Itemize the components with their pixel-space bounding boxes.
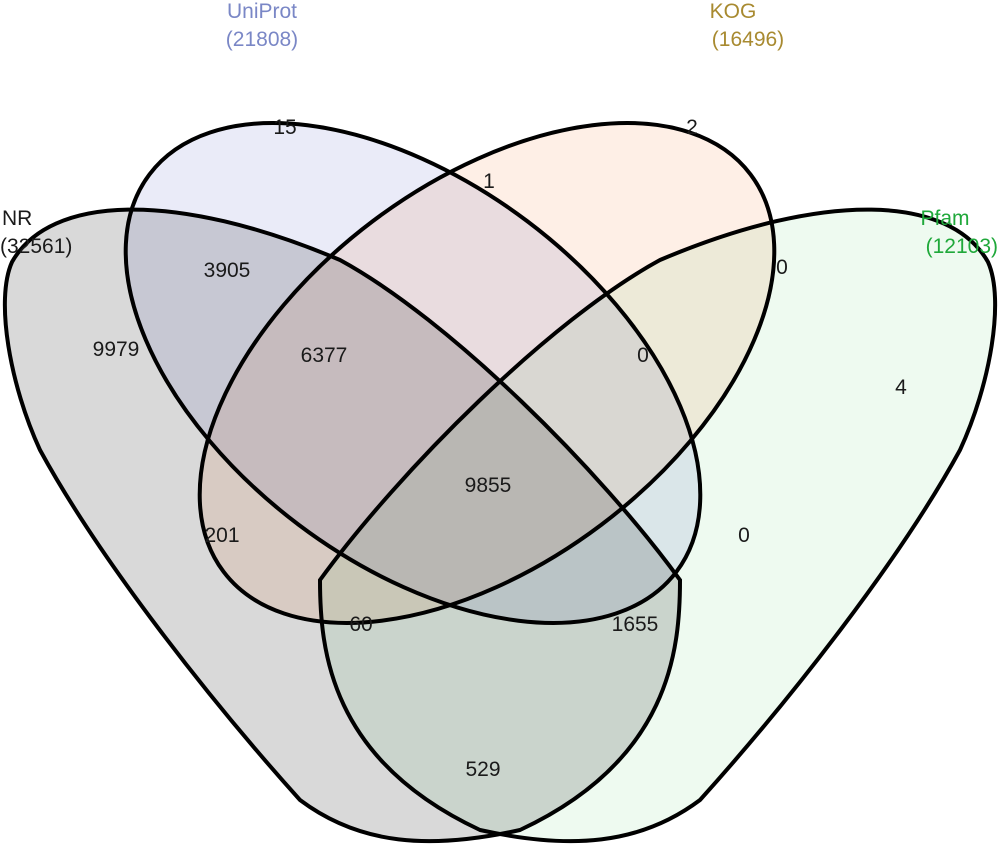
count-uniprot-pfam: 0: [738, 524, 750, 547]
count-nr-pfam: 529: [465, 758, 500, 781]
count-all-four: 9855: [465, 474, 512, 497]
count-uniprot-kog-pfam: 0: [637, 344, 649, 367]
nr-set-total: (32561): [0, 235, 72, 258]
count-uniprot-kog: 1: [483, 170, 495, 193]
pfam-set-total: (12103): [926, 235, 998, 258]
kog-set-name: KOG: [710, 0, 757, 23]
count-nr-uniprot-pfam: 1655: [612, 613, 659, 636]
set-kog-outline: [197, 121, 777, 625]
set-nr-outline: [2, 207, 683, 844]
uniprot-set-name: UniProt: [227, 0, 297, 23]
set-labels: UniProt (21808) KOG (16496) NR (32561) P…: [0, 0, 998, 258]
pfam-set-name: Pfam: [920, 207, 969, 230]
count-uniprot-only: 15: [273, 116, 296, 139]
set-pfam-shape: [320, 209, 996, 842]
region-counts: 15 1 2 3905 0 9979 6377 0 4 9855 201 0 6…: [93, 116, 908, 781]
count-nr-only: 9979: [93, 338, 140, 361]
count-kog-only: 2: [686, 116, 698, 139]
count-nr-kog-pfam: 60: [349, 613, 372, 636]
set-pfam-outline: [317, 207, 998, 844]
count-pfam-only: 4: [895, 376, 907, 399]
kog-set-total: (16496): [712, 28, 784, 51]
count-nr-kog: 201: [204, 524, 239, 547]
set-outlines: [2, 121, 998, 844]
set-uniprot-outline: [123, 121, 703, 625]
set-fills: [4, 123, 996, 842]
count-nr-uniprot-kog: 6377: [301, 344, 348, 367]
count-kog-pfam: 0: [776, 256, 788, 279]
nr-set-name: NR: [2, 207, 32, 230]
uniprot-set-total: (21808): [226, 28, 298, 51]
count-nr-uniprot: 3905: [204, 259, 251, 282]
